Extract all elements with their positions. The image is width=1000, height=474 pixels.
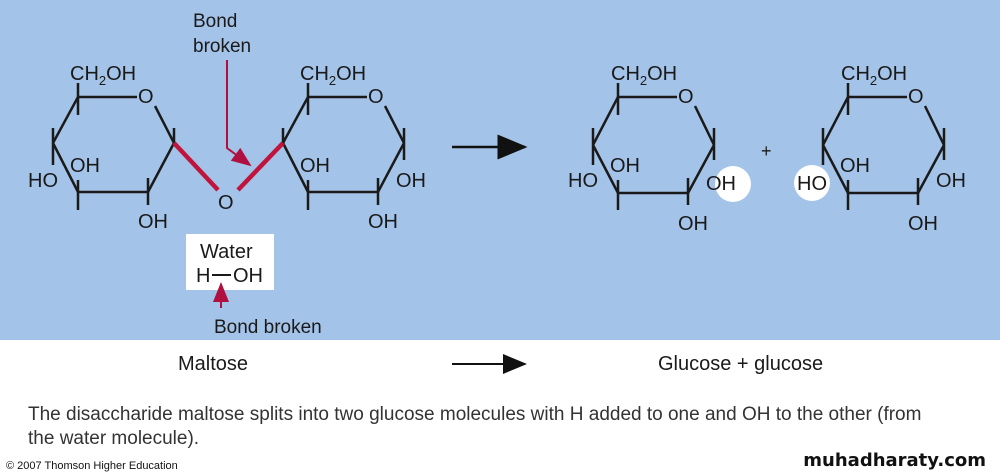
glucose2-ch2oh: CH2OH: [841, 63, 907, 88]
ring2-oh-right: OH: [396, 170, 426, 192]
maltose-ring-1: [51, 83, 176, 210]
copyright-notice: © 2007 Thomson Higher Education: [6, 460, 178, 472]
plus-sign: +: [761, 141, 772, 161]
ring2-ch2oh: CH2OH: [300, 63, 366, 88]
water-label: Water: [200, 241, 253, 263]
glucose2-oxygen: O: [908, 86, 924, 108]
caption-maltose: Maltose: [178, 353, 248, 375]
caption-glucose: Glucose + glucose: [658, 353, 823, 375]
watermark: muhadharaty.com: [803, 450, 986, 471]
ring2-oh-bottom: OH: [368, 211, 398, 233]
bond-broken-arrow-top: [226, 60, 252, 167]
bond-broken-label-top-1: Bond: [193, 11, 237, 32]
h-highlight: [715, 166, 751, 202]
ring1-oh-inner: OH: [70, 155, 100, 177]
glucose2-oh-right: OH: [936, 170, 966, 192]
glucose1-ch2oh: CH2OH: [611, 63, 677, 88]
glucose-ring-2: [821, 83, 946, 210]
ring1-oxygen: O: [138, 86, 154, 108]
maltose-ring-2: [281, 83, 406, 210]
water-box: [186, 234, 274, 290]
glucose1-oh-right: OH: [706, 173, 736, 195]
glucose-ring-1: [591, 83, 716, 210]
glucose1-oxygen: O: [678, 86, 694, 108]
bond-broken-label-top-2: broken: [193, 36, 251, 57]
glucose2-oh-inner: OH: [840, 155, 870, 177]
glycosidic-bond: [172, 141, 285, 192]
ring1-ho: HO: [28, 170, 58, 192]
description-text: The disaccharide maltose splits into two…: [28, 404, 922, 449]
glucose2-oh-bottom: OH: [908, 213, 938, 235]
glucose2-ho: HO: [797, 173, 827, 195]
water-oh: OH: [233, 265, 263, 287]
oh-highlight: [794, 165, 830, 201]
ring2-oh-inner: OH: [300, 155, 330, 177]
glucose1-oh-inner: OH: [610, 155, 640, 177]
ring2-oxygen: O: [368, 86, 384, 108]
glucose1-oh-bottom: OH: [678, 213, 708, 235]
ring1-ch2oh: CH2OH: [70, 63, 136, 88]
bridge-oxygen: O: [218, 192, 234, 214]
ring1-oh-bottom: OH: [138, 211, 168, 233]
water-h: H: [196, 265, 210, 287]
glucose1-ho: HO: [568, 170, 598, 192]
bond-broken-label-bottom: Bond broken: [214, 317, 322, 338]
diagram-panel: [0, 0, 1000, 340]
